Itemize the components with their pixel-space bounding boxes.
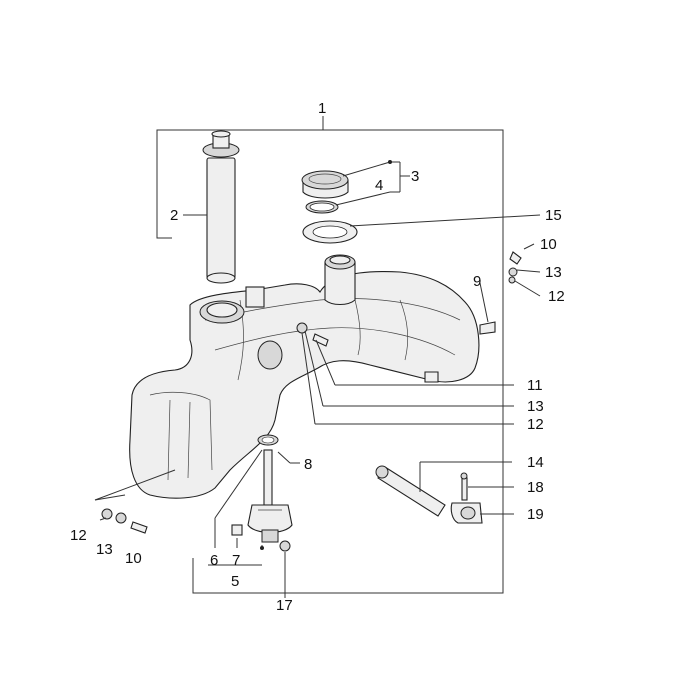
fuel-tank xyxy=(129,271,480,499)
label-10-right: 10 xyxy=(540,236,557,253)
label-12-mid: 12 xyxy=(527,416,544,433)
label-13-left: 13 xyxy=(96,541,113,558)
label-9: 9 xyxy=(473,273,481,290)
label-5: 5 xyxy=(231,573,239,590)
o-ring xyxy=(305,200,339,214)
label-4: 4 xyxy=(375,177,383,194)
callout-labels: 1 2 3 4 15 10 9 13 12 11 13 12 8 14 18 1… xyxy=(70,100,565,614)
leader-lines xyxy=(94,160,541,598)
label-12-right: 12 xyxy=(548,288,565,305)
label-13-mid: 13 xyxy=(527,398,544,415)
label-7: 7 xyxy=(232,552,240,569)
fuel-sender xyxy=(231,449,293,552)
label-18: 18 xyxy=(527,479,544,496)
label-8: 8 xyxy=(304,456,312,473)
label-1: 1 xyxy=(318,100,326,117)
breather-tube xyxy=(202,130,240,284)
label-12-left: 12 xyxy=(70,527,87,544)
assembly-frame xyxy=(156,116,504,594)
filler-neck xyxy=(324,254,356,306)
label-13-right: 13 xyxy=(545,264,562,281)
hose-bracket xyxy=(450,472,483,524)
label-17: 17 xyxy=(276,597,293,614)
label-11: 11 xyxy=(527,377,543,394)
label-2: 2 xyxy=(170,207,178,224)
label-3: 3 xyxy=(411,168,419,185)
label-19: 19 xyxy=(527,506,544,523)
hose-clamp xyxy=(257,434,279,446)
fuel-hose xyxy=(375,465,446,517)
label-15: 15 xyxy=(545,207,562,224)
label-6: 6 xyxy=(210,552,218,569)
gasket xyxy=(302,220,358,244)
fuel-cap xyxy=(301,170,349,199)
label-14: 14 xyxy=(527,454,544,471)
fasteners xyxy=(101,251,522,534)
label-10-left: 10 xyxy=(125,550,142,567)
